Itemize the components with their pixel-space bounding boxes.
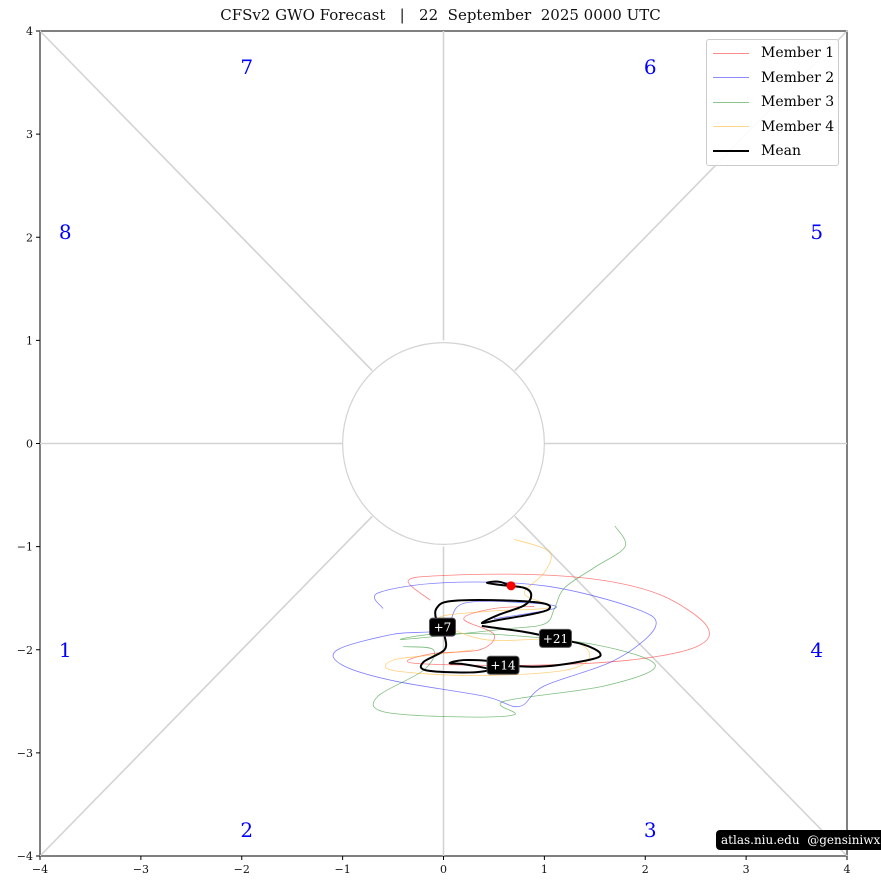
legend: Member 1 Member 2 Member 3 Member 4 Mean xyxy=(706,39,839,166)
phase-divider-line xyxy=(39,515,373,857)
phase-label-3: 3 xyxy=(644,818,657,842)
x-tick-label: 4 xyxy=(844,863,851,876)
phase-label-6: 6 xyxy=(644,55,657,79)
legend-label: Member 3 xyxy=(761,94,835,110)
y-tick-label: −4 xyxy=(17,850,33,863)
legend-label: Member 4 xyxy=(761,118,835,135)
x-tick-label: −2 xyxy=(234,863,250,876)
y-tick-label: 1 xyxy=(26,334,33,347)
legend-label: Member 1 xyxy=(761,45,835,61)
series-line-member-1 xyxy=(406,573,710,666)
series-line-member-4 xyxy=(384,539,591,676)
legend-entry: Member 1 xyxy=(713,43,834,63)
phase-label-5: 5 xyxy=(810,220,823,244)
phase-divider-line xyxy=(39,30,373,372)
legend-swatch xyxy=(713,126,749,127)
y-tick-label: 3 xyxy=(26,128,33,141)
series-line-member-2 xyxy=(332,581,657,708)
x-tick-label: 3 xyxy=(743,863,750,876)
watermark: atlas.niu.edu @gensiniwx xyxy=(716,830,881,850)
y-tick-label: −3 xyxy=(17,747,33,760)
series-lines xyxy=(332,525,710,718)
legend-swatch xyxy=(713,101,749,103)
legend-entry: Member 4 xyxy=(713,117,834,137)
phase-labels: 1 2 3 4 5 6 7 8 xyxy=(59,55,823,842)
phase-guides xyxy=(39,30,848,857)
legend-swatch xyxy=(713,77,749,78)
y-tick-label: 0 xyxy=(26,438,33,451)
y-tick-label: 2 xyxy=(26,231,33,244)
axis-ticks: −4 −3 −2 −1 0 1 2 3 4 −4 −3 −2 −1 0 1 2 3 4 xyxy=(17,25,851,876)
day-label: +7 xyxy=(434,621,452,635)
start-point-marker xyxy=(506,581,516,591)
x-tick-label: −1 xyxy=(335,863,351,876)
chart-title: CFSv2 GWO Forecast | 22 September 2025 0… xyxy=(220,6,661,24)
legend-entry: Member 3 xyxy=(713,92,834,112)
legend-swatch xyxy=(713,150,749,152)
y-tick-label: −2 xyxy=(17,644,33,657)
y-tick-label: 4 xyxy=(26,25,33,38)
y-tick-label: −1 xyxy=(17,541,33,554)
day-label-box xyxy=(538,628,572,648)
x-tick-label: −3 xyxy=(133,863,149,876)
phase-divider-line xyxy=(514,515,848,857)
phase-label-1: 1 xyxy=(59,638,72,662)
legend-label: Member 2 xyxy=(761,69,835,86)
series-line-member-3 xyxy=(372,525,656,718)
day-label: +21 xyxy=(543,632,568,646)
day-label-box xyxy=(428,617,456,637)
phase-label-4: 4 xyxy=(810,638,823,662)
unit-circle xyxy=(342,342,545,545)
x-tick-label: −4 xyxy=(32,863,48,876)
legend-entry: Member 2 xyxy=(713,68,834,88)
day-label: +14 xyxy=(490,659,516,673)
legend-entry: Mean xyxy=(713,141,801,161)
x-tick-label: 2 xyxy=(642,863,649,876)
legend-label: Mean xyxy=(761,143,801,159)
phase-label-7: 7 xyxy=(240,55,253,79)
day-markers: +7 +14 +21 xyxy=(428,581,572,675)
x-tick-label: 1 xyxy=(541,863,548,876)
x-tick-label: 0 xyxy=(440,863,447,876)
phase-label-2: 2 xyxy=(240,818,253,842)
phase-label-8: 8 xyxy=(59,220,72,244)
legend-swatch xyxy=(713,52,749,54)
day-label-box xyxy=(486,655,520,675)
